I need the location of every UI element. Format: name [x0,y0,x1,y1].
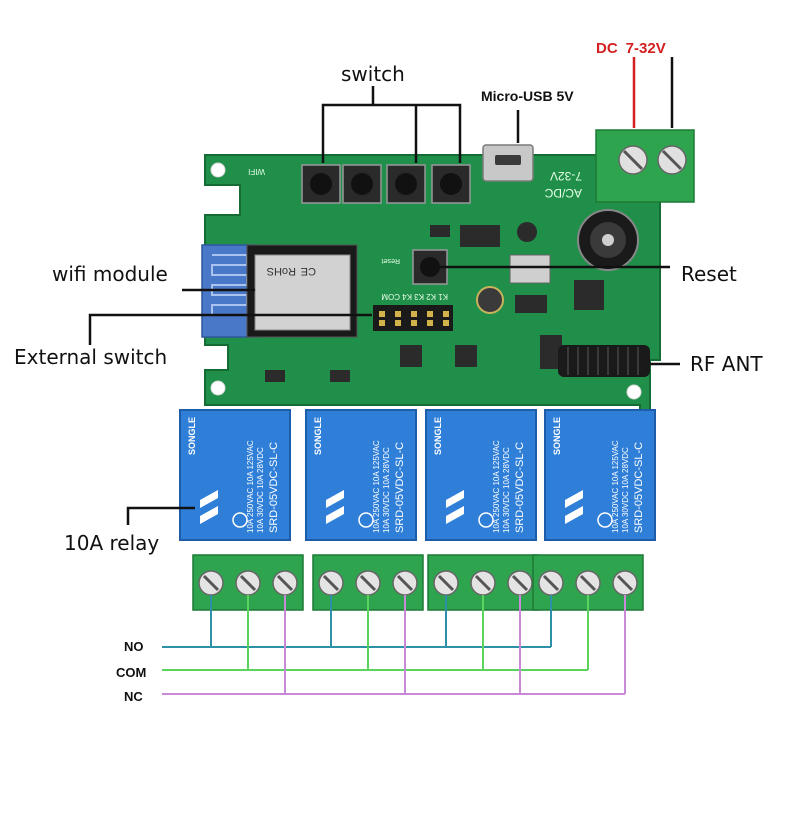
silk-voltage: 7-32V [550,169,582,183]
label-rf-ant: RF ANT [690,352,763,376]
tactile-switches [301,164,471,204]
relay-rating: 10A 30VDC 10A 28VDC [256,447,265,533]
silk-header: K1 K2 K3 K4 COM [381,292,448,301]
silk-ce: CE [301,265,316,277]
relay: SONGLE SRD-05VDC-SL-C 10A 250VAC 10A 125VA… [305,409,417,541]
relay: SONGLE SRD-05VDC-SL-C 10A 250VAC 10A 125VA… [544,409,656,541]
tactile-switch[interactable] [342,164,382,204]
tactile-switch[interactable] [431,164,471,204]
silk-wifi: WIFI [248,167,265,176]
relay-rating: 10A 250VAC 10A 125VAC [611,440,620,533]
relay-model: SRD-05VDC-SL-C [633,442,645,533]
relay-rating: 10A 250VAC 10A 125VAC [246,440,255,533]
label-com: COM [116,665,146,680]
relay-logo-icon [200,490,218,524]
relay-brand: SONGLE [433,417,443,455]
relay-brand: SONGLE [313,417,323,455]
mount-hole [210,380,226,396]
dc-terminal [595,129,695,203]
silk-rohs: RoHS [267,265,296,277]
relay-logo-icon [326,490,344,524]
external-switch-callout [88,313,372,345]
relay-cert-icon [478,512,494,528]
electrolytic-capacitor [577,209,639,271]
relay-rating: 10A 30VDC 10A 28VDC [502,447,511,533]
relay-callout [126,506,195,525]
micro-usb-port [482,144,534,182]
silk-acdc: AC/DC [544,186,582,200]
relay-logo-icon [446,490,464,524]
tactile-switch[interactable] [301,164,341,204]
relay-rating: 10A 30VDC 10A 28VDC [382,447,391,533]
label-nc: NC [124,689,143,704]
relay-cert-icon [358,512,374,528]
relay-cert-icon [597,512,613,528]
relay-brand: SONGLE [552,417,562,455]
label-wifi-module: wifi module [52,262,168,286]
label-micro-usb: Micro-USB 5V [481,88,574,104]
label-no: NO [124,639,144,654]
relay-model: SRD-05VDC-SL-C [268,442,280,533]
external-switch-header [373,305,453,331]
relay: SONGLE SRD-05VDC-SL-C 10A 250VAC 10A 125VA… [425,409,537,541]
relay-logo-icon [565,490,583,524]
output-wires [162,595,626,695]
relay-brand: SONGLE [187,417,197,455]
output-terminals [192,554,644,611]
relay-rating: 10A 250VAC 10A 125VAC [492,440,501,533]
label-relay: 10A relay [64,531,159,555]
label-reset: Reset [681,262,737,286]
relay-rating: 10A 250VAC 10A 125VAC [372,440,381,533]
mount-hole [626,384,642,400]
relay-rating: 10A 30VDC 10A 28VDC [621,447,630,533]
silk-reset: Reset [382,257,400,264]
relay-model: SRD-05VDC-SL-C [514,442,526,533]
mount-hole [210,162,226,178]
callout-lines [88,57,680,525]
label-switch: switch [341,62,405,86]
switch-callout [321,86,462,163]
smd-components [265,222,604,382]
relay-model: SRD-05VDC-SL-C [394,442,406,533]
rf-antenna-coil [558,345,650,377]
tactile-switch[interactable] [386,164,426,204]
relays: SONGLE SRD-05VDC-SL-C 10A 250VAC 10A 125VA… [179,409,656,541]
label-external-switch: External switch [14,345,167,369]
relay: SONGLE SRD-05VDC-SL-C 10A 250VAC 10A 125VA… [179,409,291,541]
relay-cert-icon [232,512,248,528]
